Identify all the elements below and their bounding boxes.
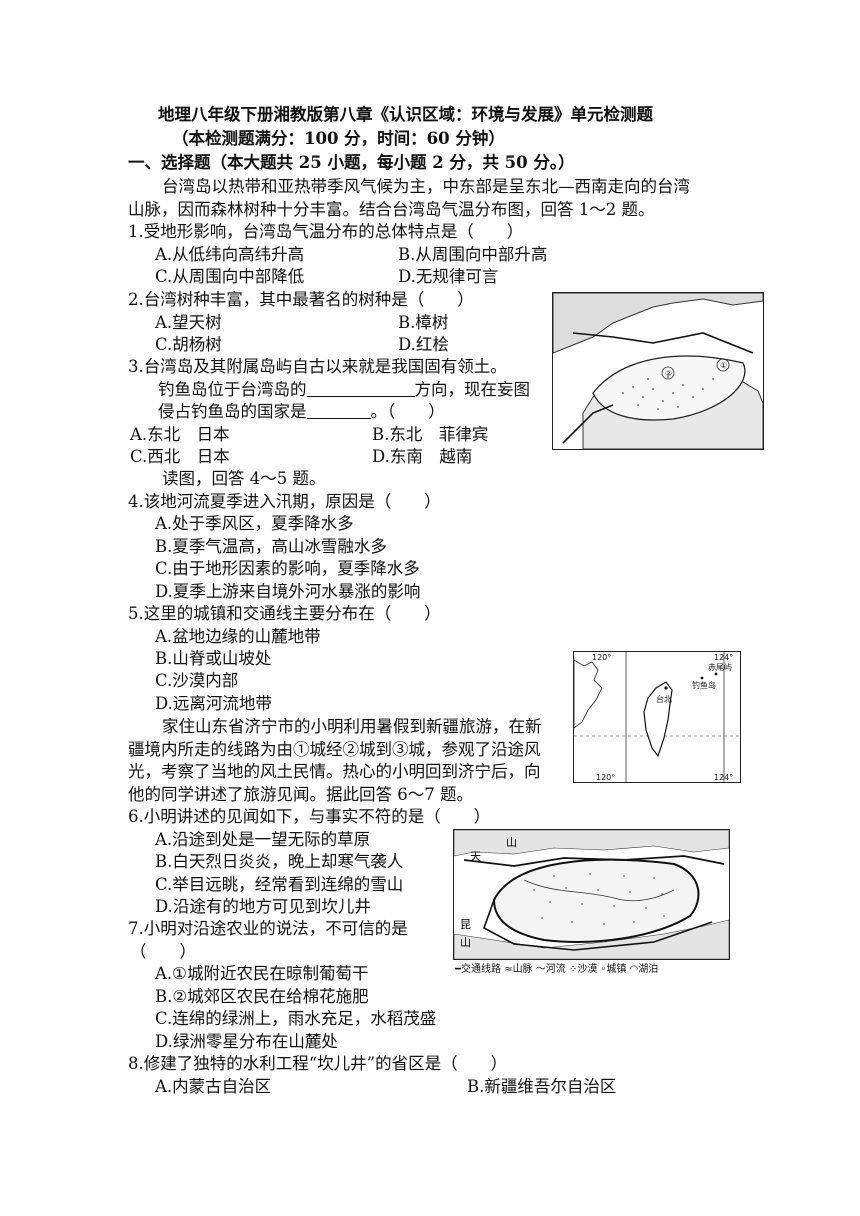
label-shan: 山: [506, 836, 517, 849]
option: C.从周围向中部降低: [155, 267, 305, 286]
question-stem-line: （ ）: [130, 942, 196, 961]
lon-label: 124°: [714, 653, 733, 662]
intro-text: 台湾岛以热带和亚热带季风气候为主，中东部是呈东北—西南走向的台湾: [162, 177, 690, 196]
option: A.东北 日本: [130, 425, 230, 444]
question-stem-line: 侵占钓鱼岛的国家是。（ ）: [158, 402, 445, 421]
label-kun: 昆: [460, 918, 471, 931]
marker-2: ②: [665, 369, 672, 378]
intro-text: 读图，回答 4～5 题。: [162, 469, 326, 488]
label-taibei: 台北: [656, 694, 672, 704]
answer-blank[interactable]: [306, 402, 371, 419]
marker-1: ①: [720, 361, 727, 370]
question-stem-line: 钓鱼岛位于台湾岛的方向，现在妄图: [158, 380, 530, 399]
page-subtitle: （本检测题满分：100 分，时间：60 分钟）: [172, 129, 505, 148]
map-basin-figure: 天 山 昆 山: [453, 829, 730, 960]
lon-label: 120°: [596, 773, 615, 782]
option: A.从低纬向高纬升高: [155, 245, 305, 264]
intro-text: 光，考察了当地的风土民情。热心的小明回到济宁后，向: [128, 762, 541, 781]
question-stem: 2.台湾树种丰富，其中最著名的树种是（ ）: [128, 290, 474, 309]
intro-text: 山脉，因而森林树种十分丰富。结合台湾岛气温分布图，回答 1～2 题。: [128, 200, 655, 219]
question-stem: 8.修建了独特的水利工程“坎儿井”的省区是（ ）: [128, 1054, 508, 1073]
option: D.夏季上游来自境外河水暴涨的影响: [155, 582, 421, 601]
option: A.盆地边缘的山麓地带: [155, 627, 321, 646]
option: A.望天树: [155, 313, 222, 332]
label-chiwei: 赤尾屿: [708, 663, 732, 672]
option: B.夏季气温高，高山冰雪融水多: [155, 537, 387, 556]
option: C.西北 日本: [130, 447, 230, 466]
option: B.从周围向中部升高: [398, 245, 548, 264]
lon-label: 124°: [714, 773, 733, 782]
option: A.内蒙古自治区: [155, 1077, 272, 1096]
option: B.东北 菲律宾: [372, 425, 489, 444]
option: A.处于季风区，夏季降水多: [155, 514, 354, 533]
question-stem: 5.这里的城镇和交通线主要分布在（ ）: [128, 604, 441, 623]
intro-text: 他的同学讲述了旅游见闻。据此回答 6～7 题。: [128, 785, 473, 804]
option: C.连绵的绿洲上，雨水充足，水稻茂盛: [155, 1009, 437, 1028]
question-stem: 6.小明讲述的见闻如下，与事实不符的是（ ）: [128, 807, 491, 826]
answer-blank[interactable]: [306, 380, 415, 397]
option: D.远离河流地带: [155, 694, 272, 713]
question-stem: 3.台湾岛及其附属岛屿自古以来就是我国固有领土。: [128, 357, 507, 376]
label-diaoyu: 钓鱼岛: [692, 680, 716, 690]
option: D.无规律可言: [398, 267, 499, 286]
lon-label: 120°: [592, 653, 611, 662]
intro-text: 疆境内所走的线路为由①城经②城到③城，参观了沿途风: [128, 740, 541, 759]
map-taiwan-figure: 120° 124° 赤尾屿 钓鱼岛 台北 120° 124°: [573, 651, 741, 783]
question-stem: 4.该地河流夏季进入汛期，原因是（ ）: [128, 492, 441, 511]
option: B.樟树: [398, 313, 449, 332]
option: C.胡杨树: [155, 335, 222, 354]
option: D.东南 越南: [372, 447, 473, 466]
option: C.由于地形因素的影响，夏季降水多: [155, 559, 420, 578]
page-title: 地理八年级下册湘教版第八章《认识区域：环境与发展》单元检测题: [158, 105, 653, 124]
section-heading: 一、选择题（本大题共 25 小题，每小题 2 分，共 50 分。）: [128, 153, 575, 172]
option: D.绿洲零星分布在山麓处: [155, 1032, 338, 1051]
question-stem: 7.小明对沿途农业的说法，不可信的是: [128, 919, 408, 938]
intro-text: 家住山东省济宁市的小明利用暑假到新疆旅游，在新: [162, 717, 542, 736]
option: B.白天烈日炎炎，晚上却寒气袭人: [155, 852, 404, 871]
option: B.②城郊区农民在给棉花施肥: [155, 987, 369, 1006]
map-temperature-figure: ② ①: [552, 292, 764, 450]
option: C.沙漠内部: [155, 671, 239, 690]
option: C.举目远眺，经常看到连绵的雪山: [155, 875, 404, 894]
label-tian: 天: [470, 850, 481, 863]
option: A.①城附近农民在晾制葡萄干: [155, 964, 369, 983]
label-shan2: 山: [460, 936, 471, 949]
option: B.新疆维吾尔自治区: [467, 1077, 617, 1096]
map-legend: ━交通线路 ≈山脉 〜河流 ⁘沙漠 ◦城镇 ◠湖泊: [455, 964, 659, 975]
option: D.红桧: [398, 335, 449, 354]
question-stem: 1.受地形影响，台湾岛气温分布的总体特点是（ ）: [128, 222, 524, 241]
option: B.山脊或山坡处: [155, 649, 272, 668]
option: A.沿途到处是一望无际的草原: [155, 830, 371, 849]
option: D.沿途有的地方可见到坎儿井: [155, 897, 371, 916]
